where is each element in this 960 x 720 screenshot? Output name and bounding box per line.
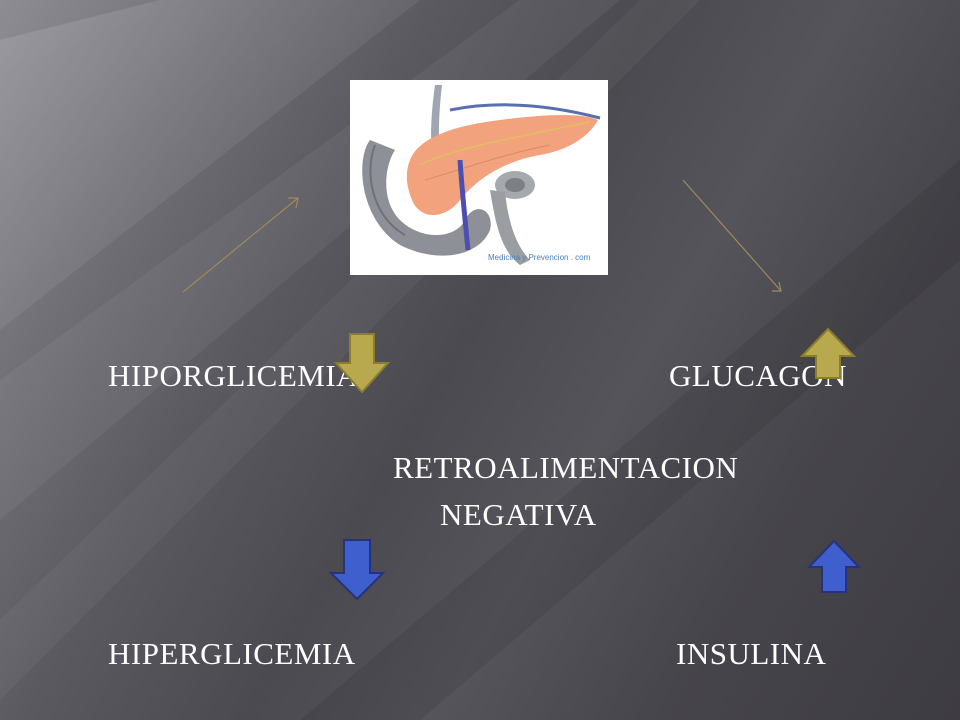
blue-down-arrow-icon	[328, 539, 386, 601]
right-connector-arrow	[682, 179, 782, 292]
insulina-label: INSULINA	[676, 636, 827, 671]
blue-up-arrow-icon	[806, 539, 862, 593]
image-watermark: Medicina y Prevencion . com	[488, 253, 591, 262]
left-connector-arrow	[182, 197, 299, 293]
hiperglicemia-label: HIPERGLICEMIA	[108, 636, 356, 671]
pancreas-illustration	[362, 85, 601, 265]
pancreas-image: Medicina y Prevencion . com	[350, 80, 608, 275]
negativa-label: NEGATIVA	[440, 497, 597, 532]
yellow-down-arrow-icon	[333, 333, 391, 394]
hipoglicemia-label: HIPORGLICEMIA	[108, 358, 360, 393]
yellow-up-arrow-icon	[799, 327, 857, 379]
retroalimentacion-label: RETROALIMENTACION	[393, 450, 739, 485]
